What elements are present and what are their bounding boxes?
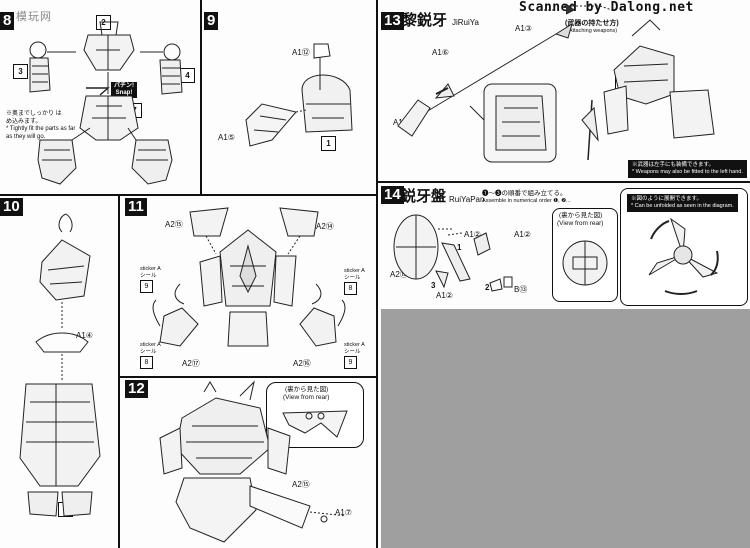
assembly-order-en: Assemble in numerical order ❶, ❷... [482, 198, 571, 204]
step-14-title-en: RuiYaPan [449, 195, 485, 204]
sticker-a-8-right: sticker A シール 8 [344, 268, 365, 295]
step-13-title-en: JiRuiYa [452, 18, 479, 27]
part-label-a1-2-right: A1② [514, 230, 531, 239]
divider-horizontal-step12 [119, 376, 376, 378]
order-marker-1: 1 [457, 243, 462, 252]
part-label-a1-3: A1③ [515, 24, 532, 33]
divider-vertical-main [376, 0, 378, 548]
rear-view-title-en: (View from rear) [283, 394, 330, 401]
sticker-label-jp: シール [344, 349, 361, 355]
step-13-halberd-illustration [397, 3, 715, 163]
part-label-a2-13: A2⑬ [390, 270, 408, 279]
step-8-note: ※奥までしっかり はめ込みます。 * Tightly fit the parts… [6, 111, 76, 141]
attach-weapons-en: (Attaching weapons) [567, 28, 618, 34]
snap-label-en: Snap! [115, 90, 133, 96]
sticker-label-jp: シール [140, 349, 157, 355]
part-label-a1-2-top: A1② [464, 230, 481, 239]
watermark: 模玩网 [16, 11, 52, 23]
step-9-number: 9 [204, 12, 219, 30]
sticker-a-8-left: sticker A シール 8 [140, 342, 161, 369]
assembly-order-jp: ❶～❸の順番で組み立てる。 [482, 190, 567, 197]
step-14-title-jp: 鋭牙盤 [401, 188, 447, 205]
sticker-number: 8 [344, 282, 357, 295]
part-label-a1-12: A1⑫ [292, 48, 310, 57]
sticker-number: 9 [140, 280, 153, 293]
sticker-label-en: sticker A [140, 266, 161, 272]
step-12-cape-illustration [159, 380, 347, 543]
sticker-label-jp: シール [140, 273, 157, 279]
snap-label-jp: パチン! [114, 83, 134, 89]
snap-callout: パチン! Snap! [111, 82, 137, 98]
sticker-number: 9 [344, 356, 357, 369]
unfold-box: ※図のように展開できます。 * Can be unfolded as seen … [620, 188, 748, 306]
attach-weapons-jp: (武器の持たせ方) [565, 20, 619, 27]
step-11-armor-illustration [152, 207, 346, 347]
step-8-note-en: * Tightly fit the parts as far as they w… [6, 126, 76, 140]
part-label-a1-2-bottom: A1② [436, 291, 453, 300]
rear-view-title-jp: (裏から見た図) [285, 386, 329, 393]
sticker-label-en: sticker A [344, 268, 365, 274]
part-label-b13: B⑬ [514, 285, 528, 294]
step-9-helmet-illustration [245, 43, 353, 147]
rear-view-cape-sketch [282, 410, 348, 438]
part-label-a2-15-cape: A2⑮ [292, 480, 310, 489]
sticker-label-en: sticker A [344, 342, 365, 348]
part-label-a2-15: A2⑮ [165, 220, 183, 229]
sticker-label-en: sticker A [140, 342, 161, 348]
weapon-left-hand-note: ※武器は左手にも装備できます。 * Weapons may also be fi… [628, 160, 747, 178]
shield-rear-view-en: (View from rear) [557, 220, 604, 227]
shield-rear-sketch [562, 240, 608, 286]
unfolded-shield-sketch [648, 217, 719, 295]
divider-horizontal-right [378, 181, 750, 183]
part-label-a1-5: A1⑤ [218, 133, 235, 142]
sticker-a-9-left: sticker A シール 9 [140, 266, 161, 293]
weapon-note-en: * Weapons may also be fitted to the left… [632, 169, 743, 175]
unfold-note-jp: ※図のように展開できます。 [631, 196, 702, 202]
step-14-shield-assembly-illustration [393, 214, 513, 292]
divider-horizontal-left [0, 194, 376, 196]
order-marker-3: 3 [431, 281, 436, 290]
sticker-label-jp: シール [344, 275, 361, 281]
step-11-number: 11 [125, 198, 147, 216]
sticker-number: 8 [140, 356, 153, 369]
part-label-a2-14: A2⑭ [316, 222, 334, 231]
step-8-number: 8 [0, 12, 15, 30]
blank-grey-area [381, 309, 750, 548]
part-label-a2-17: A2⑰ [182, 359, 200, 368]
divider-vertical-step10 [118, 196, 120, 548]
part-label-a1-7: A1⑦ [335, 508, 352, 517]
step-10-head-torso-illustration [19, 213, 101, 517]
unfold-note: ※図のように展開できます。 * Can be unfolded as seen … [627, 194, 738, 212]
step-13-title-jp: 黎鋭牙 [402, 12, 448, 29]
part-label-a1-6: A1⑥ [432, 48, 449, 57]
shield-rear-view-box: (裏から見た図) (View from rear) [552, 208, 618, 302]
step-10-number: 10 [0, 198, 23, 216]
part-1-badge: 1 [321, 136, 336, 151]
order-marker-2: 2 [485, 283, 490, 292]
unfold-note-en: * Can be unfolded as seen in the diagram… [631, 203, 734, 209]
part-label-a1-4: A1④ [76, 331, 93, 340]
step-8-note-jp: ※奥までしっかり はめ込みます。 [6, 111, 62, 125]
step-8-assembly-illustration [29, 21, 183, 185]
step-14-number: 14 [381, 186, 404, 204]
scanned-by-credit: Scanned by Dalong.net [519, 0, 694, 15]
part-label-a2-16: A2⑯ [293, 359, 311, 368]
shield-rear-view-jp: (裏から見た図) [559, 212, 603, 219]
step-12-number: 12 [125, 380, 148, 398]
weapon-note-jp: ※武器は左手にも装備できます。 [632, 162, 714, 168]
divider-vertical-top [200, 0, 202, 195]
step-13-number: 13 [381, 12, 404, 30]
part-3-badge: 3 [13, 64, 28, 79]
sticker-a-9-right: sticker A シール 9 [344, 342, 365, 369]
